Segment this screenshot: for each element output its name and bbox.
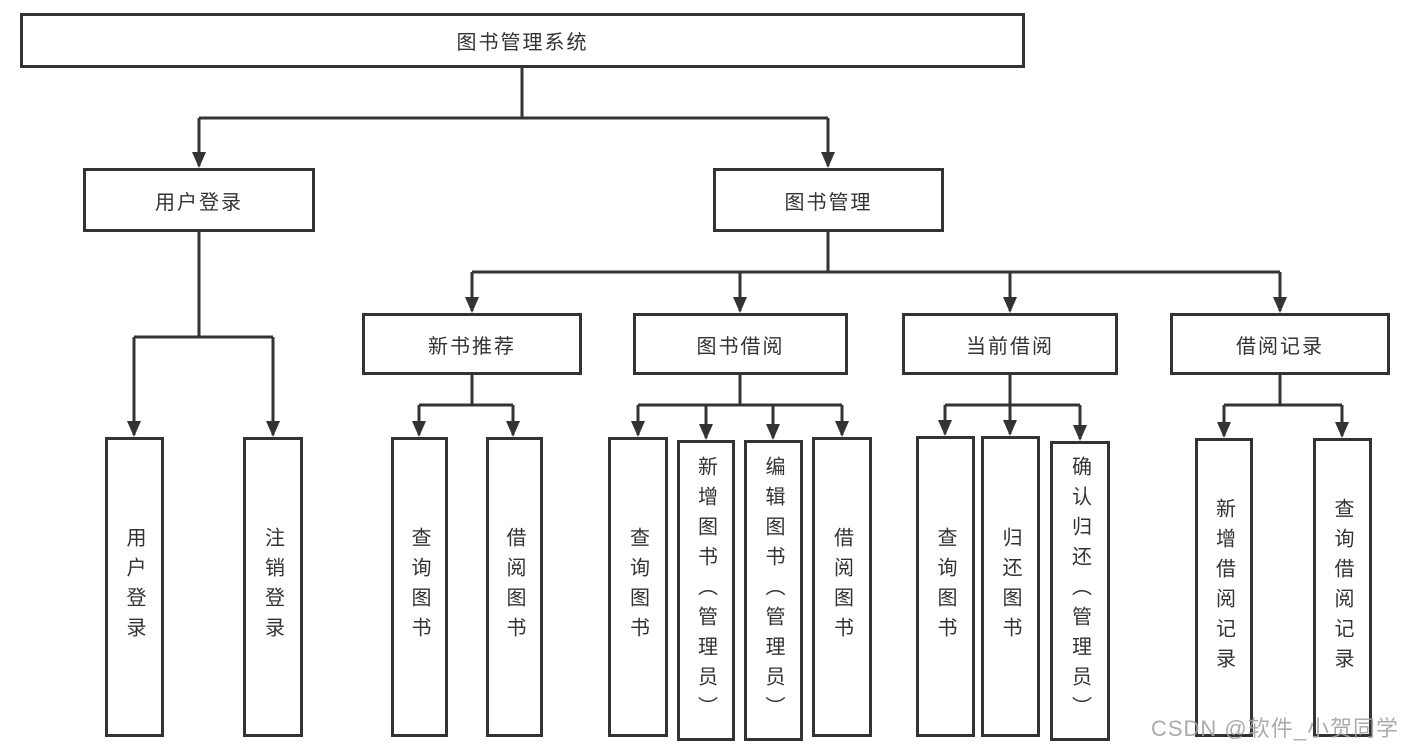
node-leaf-current-return: 归还图书 (981, 436, 1040, 737)
node-leaf-current-query: 查询图书 (916, 436, 975, 737)
node-book-management-label: 图书管理 (784, 191, 873, 214)
node-borrow-records: 借阅记录 (1170, 313, 1390, 375)
node-leaf-logout: 注销登录 (243, 437, 303, 737)
node-leaf-records-add: 新增借阅记录 (1195, 438, 1253, 737)
node-user-login-label: 用户登录 (155, 191, 243, 214)
node-leaf-borrow-add: 新增图书（管理员） (677, 440, 735, 741)
node-leaf-records-add-label: 新增借阅记录 (1212, 497, 1235, 678)
node-leaf-current-confirm: 确认归还（管理员） (1050, 441, 1110, 741)
node-leaf-user-login: 用户登录 (105, 437, 164, 737)
node-user-login: 用户登录 (83, 168, 315, 232)
node-leaf-logout-label: 注销登录 (261, 527, 284, 647)
node-leaf-borrow-edit-label: 编辑图书（管理员） (762, 455, 784, 726)
node-leaf-borrow-query: 查询图书 (608, 437, 668, 737)
watermark: CSDN @软件_小贺同学 (1150, 716, 1399, 741)
node-book-borrow: 图书借阅 (633, 313, 848, 375)
node-leaf-newbook-borrow: 借阅图书 (486, 437, 543, 737)
node-book-management: 图书管理 (713, 168, 944, 232)
node-new-book-recommend-label: 新书推荐 (428, 335, 516, 358)
node-leaf-current-return-label: 归还图书 (999, 526, 1021, 647)
connector-paths (132, 68, 1344, 439)
node-leaf-newbook-query: 查询图书 (391, 437, 448, 737)
node-root: 图书管理系统 (20, 13, 1025, 68)
node-leaf-records-query: 查询借阅记录 (1313, 438, 1372, 737)
node-book-borrow-label: 图书借阅 (696, 335, 785, 358)
node-leaf-current-confirm-label: 确认归还（管理员） (1068, 456, 1091, 726)
node-leaf-records-query-label: 查询借阅记录 (1331, 497, 1353, 678)
node-leaf-newbook-borrow-label: 借阅图书 (503, 527, 525, 647)
node-leaf-borrow-borrow-label: 借阅图书 (830, 527, 853, 647)
node-leaf-user-login-label: 用户登录 (123, 527, 145, 647)
node-current-borrow-label: 当前借阅 (966, 335, 1054, 358)
node-leaf-newbook-query-label: 查询图书 (408, 527, 430, 647)
node-root-label: 图书管理系统 (456, 32, 589, 54)
node-leaf-borrow-query-label: 查询图书 (626, 527, 649, 647)
arrowheads (127, 152, 1349, 441)
node-leaf-current-query-label: 查询图书 (934, 526, 956, 647)
node-current-borrow: 当前借阅 (902, 313, 1118, 375)
node-leaf-borrow-edit: 编辑图书（管理员） (744, 440, 803, 741)
node-new-book-recommend: 新书推荐 (362, 313, 582, 375)
node-leaf-borrow-borrow: 借阅图书 (812, 437, 872, 737)
node-leaf-borrow-add-label: 新增图书（管理员） (694, 455, 717, 726)
node-borrow-records-label: 借阅记录 (1236, 335, 1324, 358)
